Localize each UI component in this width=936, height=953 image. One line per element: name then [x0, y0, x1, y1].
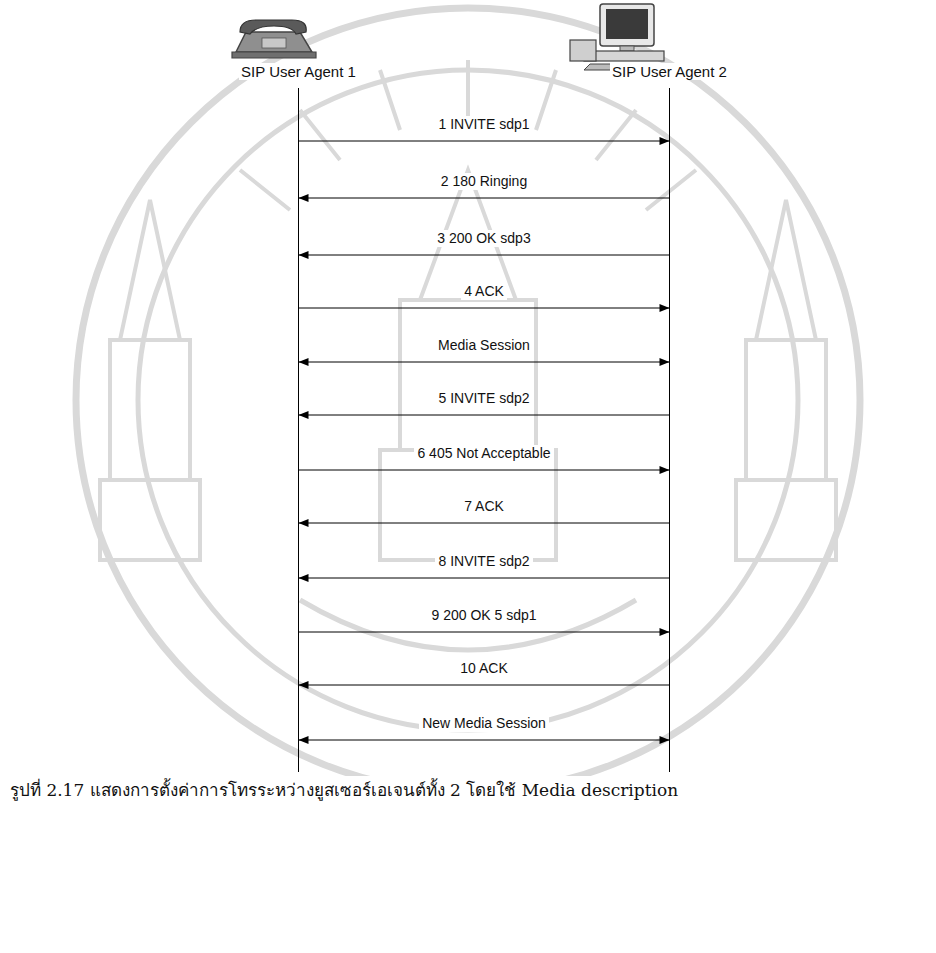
message-label: 10 ACK — [457, 660, 510, 677]
message-arrow — [298, 681, 669, 689]
message-arrow — [298, 358, 669, 366]
message-label: 3 200 OK sdp3 — [434, 230, 533, 247]
arrow-head — [298, 519, 308, 527]
message-label: 9 200 OK 5 sdp1 — [428, 607, 539, 624]
lifeline — [299, 88, 670, 772]
message-line — [298, 632, 669, 633]
message-arrow — [298, 519, 669, 527]
computer-icon — [570, 4, 666, 70]
message-line — [298, 141, 669, 142]
message-label: Media Session — [435, 337, 533, 354]
arrow-head — [298, 411, 308, 419]
message-arrow — [298, 574, 669, 582]
arrow-head — [298, 194, 308, 202]
message-arrow — [298, 736, 669, 744]
message-arrow — [298, 466, 669, 474]
message-arrow — [298, 304, 669, 312]
message-line — [298, 685, 669, 686]
arrow-head — [659, 736, 669, 744]
figure-caption: รูปที่ 2.17 แสดงการตั้งค่าการโทรระหว่างย… — [10, 776, 678, 803]
arrow-head — [298, 681, 308, 689]
participant-name: SIP User Agent 2 — [610, 63, 729, 80]
arrow-head — [659, 304, 669, 312]
arrow-head — [659, 466, 669, 474]
arrow-head — [659, 358, 669, 366]
message-line — [298, 415, 669, 416]
message-line — [298, 578, 669, 579]
message-arrow — [298, 194, 669, 202]
message-arrow — [298, 628, 669, 636]
message-arrow — [298, 251, 669, 259]
message-arrow — [298, 137, 669, 145]
participant-box: SIP User Agent 1 — [239, 63, 358, 80]
participant-name: SIP User Agent 1 — [239, 63, 358, 80]
arrow-head — [659, 628, 669, 636]
message-line — [298, 470, 669, 471]
message-label: New Media Session — [419, 715, 549, 732]
arrow-head — [298, 251, 308, 259]
arrow-head — [659, 137, 669, 145]
participant-box: SIP User Agent 2 — [610, 63, 729, 80]
arrow-head — [298, 736, 308, 744]
message-label: 7 ACK — [461, 498, 507, 515]
arrow-head — [298, 358, 308, 366]
message-label: 5 INVITE sdp2 — [435, 390, 532, 407]
message-line — [298, 255, 669, 256]
message-line — [298, 362, 669, 363]
message-label: 6 405 Not Acceptable — [414, 445, 553, 462]
message-line — [298, 740, 669, 741]
message-label: 2 180 Ringing — [438, 173, 530, 190]
message-arrow — [298, 411, 669, 419]
message-label: 1 INVITE sdp1 — [435, 116, 532, 133]
message-line — [298, 308, 669, 309]
watermark-seal — [76, 8, 860, 792]
message-line — [298, 198, 669, 199]
arrow-head — [298, 574, 308, 582]
message-label: 8 INVITE sdp2 — [435, 553, 532, 570]
telephone-icon — [232, 20, 316, 58]
message-label: 4 ACK — [461, 283, 507, 300]
message-line — [298, 523, 669, 524]
